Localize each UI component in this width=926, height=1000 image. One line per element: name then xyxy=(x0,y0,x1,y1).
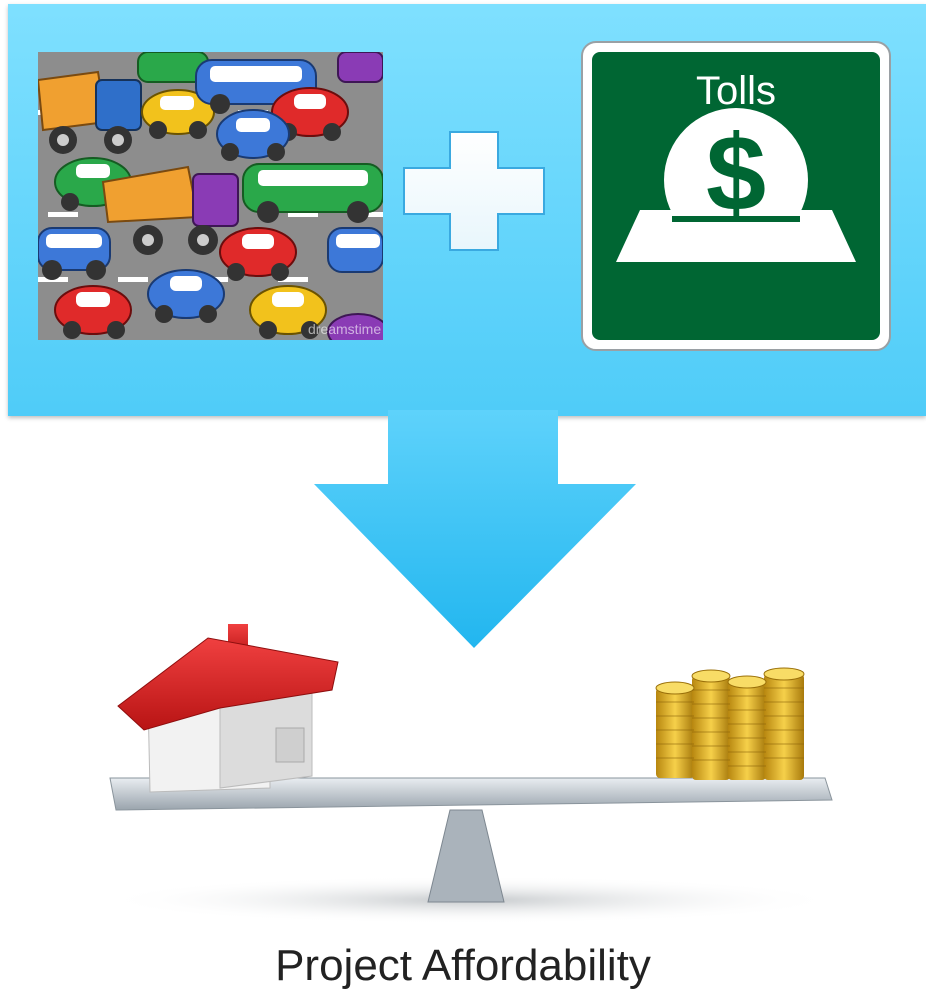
dollar-icon: $ xyxy=(706,112,766,233)
plus-icon xyxy=(402,130,546,252)
coin-stacks-icon xyxy=(655,667,805,780)
traffic-jam-image: dreamstime xyxy=(38,52,383,340)
tolls-sign: Tolls $ xyxy=(580,40,892,352)
traffic-jam-icon: dreamstime xyxy=(38,52,383,340)
watermark-text: dreamstime xyxy=(308,321,381,337)
balance-scale xyxy=(80,610,860,930)
down-arrow-icon xyxy=(310,410,640,650)
sign-label: Tolls xyxy=(696,69,776,113)
house-icon xyxy=(117,624,339,793)
caption-title: Project Affordability xyxy=(275,941,651,990)
